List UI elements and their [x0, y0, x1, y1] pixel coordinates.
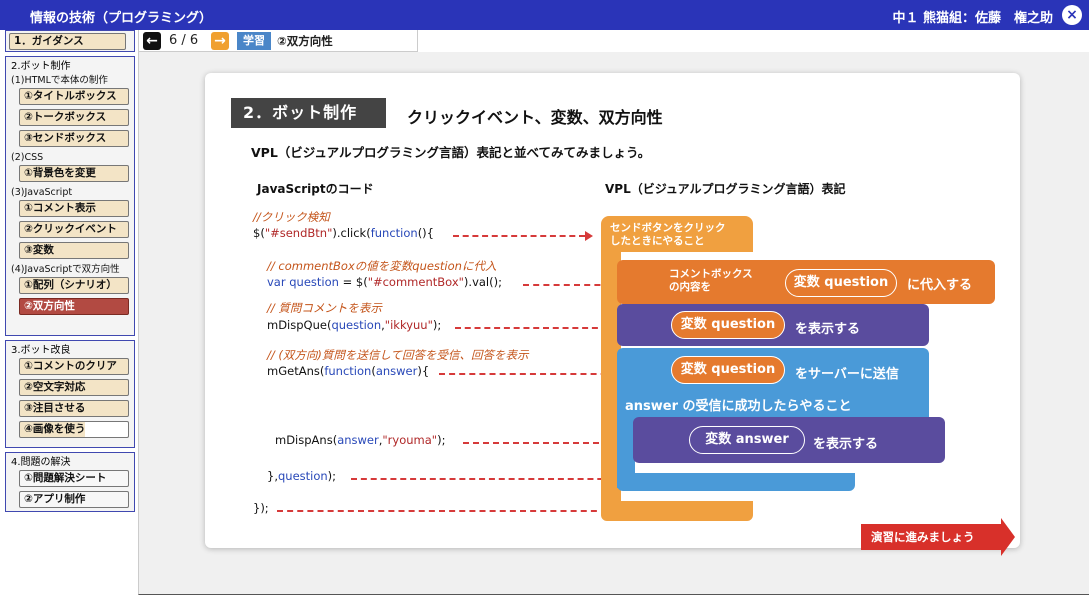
title-bar: 情報の技術（プログラミング） 中１ 熊猫組：佐藤 権之助 × — [0, 0, 1089, 30]
variable-pill: 変数 question — [671, 311, 785, 339]
sidebar-item-app[interactable]: ②アプリ制作 — [19, 491, 129, 508]
mapping-arrow — [277, 506, 615, 516]
page-indicator: 6 / 6 — [169, 33, 199, 48]
js-column-heading: JavaScriptのコード — [257, 182, 374, 196]
learning-tag: 学習 — [237, 32, 271, 50]
app-title: 情報の技術（プログラミング） — [30, 11, 213, 26]
code-line: var question = $("#commentBox").val(); — [267, 275, 502, 289]
event-block-label: センドボタンをクリック したときにやること — [610, 222, 726, 247]
subsection-heading: (2)CSS — [11, 152, 44, 163]
event-block-foot — [601, 501, 753, 521]
sidebar-item-variable[interactable]: ③変数 — [19, 242, 129, 259]
close-icon[interactable]: × — [1062, 5, 1082, 25]
sidebar-item-bg-color[interactable]: ①背景色を変更 — [19, 165, 129, 182]
lead-text: VPL（ビジュアルプログラミング言語）表記と並べてみてみましょう。 — [251, 145, 651, 160]
page-nav: ← 6 / 6 → 学習 ②双方向性 — [138, 30, 418, 52]
sidebar-item-guidance[interactable]: 1．ガイダンス — [9, 33, 126, 50]
sidebar-item-click[interactable]: ②クリックイベント — [19, 221, 129, 238]
assign-block-tail: に代入する — [907, 278, 973, 293]
variable-pill: 変数 question — [671, 356, 785, 384]
sidebar-item-empty[interactable]: ②空文字対応 — [19, 379, 129, 396]
sidebar-item-image[interactable]: ④画像を使う — [19, 421, 129, 438]
code-line: mGetAns(function(answer){ — [267, 364, 430, 378]
next-arrow-icon[interactable]: → — [211, 32, 229, 50]
sidebar-item-attention[interactable]: ③注目させる — [19, 400, 129, 417]
vpl-column-heading: VPL（ビジュアルプログラミング言語）表記 — [605, 182, 846, 196]
section-heading: 4.問題の解決 — [11, 457, 71, 468]
prev-arrow-icon[interactable]: ← — [143, 32, 161, 50]
mapping-arrow — [351, 474, 631, 484]
mapping-arrow — [453, 231, 593, 241]
sidebar-item-title-box[interactable]: ①タイトルボックス — [19, 88, 129, 105]
code-line: mDispAns(answer,"ryouma"); — [275, 433, 446, 447]
sidebar-item-array[interactable]: ①配列（シナリオ） — [19, 277, 129, 294]
subsection-heading: (4)JavaScriptで双方向性 — [11, 264, 120, 275]
page-title: ②双方向性 — [277, 34, 333, 48]
variable-pill: 変数 question — [785, 269, 897, 297]
receive-label: answer の受信に成功したらやること — [625, 399, 852, 414]
sidebar-item-bidirectional[interactable]: ②双方向性 — [19, 298, 129, 315]
send-block-foot — [617, 473, 855, 491]
subsection-heading: (3)JavaScript — [11, 187, 73, 198]
sidebar-box-guidance: 1．ガイダンス — [5, 30, 135, 52]
sidebar-item-clear[interactable]: ①コメントのクリア — [19, 358, 129, 375]
sidebar-box-section2: 2.ボット制作 (1)HTMLで本体の制作 ①タイトルボックス ②トークボックス… — [5, 56, 135, 336]
sidebar: 1．ガイダンス 2.ボット制作 (1)HTMLで本体の制作 ①タイトルボックス … — [5, 30, 135, 595]
sidebar-item-send-box[interactable]: ③センドボックス — [19, 130, 129, 147]
section-heading: 2.ボット制作 — [11, 61, 71, 72]
section-heading: 3.ボット改良 — [11, 345, 71, 356]
code-comment: // 質問コメントを表示 — [267, 301, 382, 315]
code-comment: //クリック検知 — [253, 210, 330, 224]
code-line: $("#sendBtn").click(function(){ — [253, 226, 434, 240]
code-line: }); — [253, 501, 269, 515]
event-block-body — [601, 249, 621, 513]
user-info: 中１ 熊猫組：佐藤 権之助 — [892, 11, 1053, 26]
event-block — [601, 216, 753, 252]
sidebar-box-section4: 4.問題の解決 ①問題解決シート ②アプリ制作 — [5, 452, 135, 512]
sidebar-item-talk-box[interactable]: ②トークボックス — [19, 109, 129, 126]
send-block-tail: をサーバーに送信 — [795, 367, 899, 382]
send-block-body — [617, 418, 635, 488]
next-exercise-button[interactable]: 演習に進みましょう — [861, 518, 1015, 556]
code-comment: // (双方向)質問を送信して回答を受信、回答を表示 — [267, 348, 529, 362]
subsection-heading: (1)HTMLで本体の制作 — [11, 75, 108, 86]
sidebar-item-comment[interactable]: ①コメント表示 — [19, 200, 129, 217]
display-answer-tail: を表示する — [813, 437, 879, 452]
code-line: },question); — [267, 469, 337, 483]
code-line: mDispQue(question,"ikkyuu"); — [267, 318, 442, 332]
variable-pill: 変数 answer — [689, 426, 805, 454]
sidebar-box-section3: 3.ボット改良 ①コメントのクリア ②空文字対応 ③注目させる ④画像を使う — [5, 340, 135, 448]
slide-heading: クリックイベント、変数、双方向性 — [407, 108, 663, 127]
display-block-tail: を表示する — [795, 322, 861, 337]
chapter-badge: 2．ボット制作 — [231, 98, 386, 128]
assign-block-label: コメントボックス の内容を — [669, 268, 753, 293]
code-comment: // commentBoxの値を変数questionに代入 — [267, 259, 497, 273]
content-area: 2．ボット制作 クリックイベント、変数、双方向性 VPL（ビジュアルプログラミン… — [138, 52, 1089, 595]
sidebar-item-sheet[interactable]: ①問題解決シート — [19, 470, 129, 487]
slide: 2．ボット制作 クリックイベント、変数、双方向性 VPL（ビジュアルプログラミン… — [205, 73, 1020, 556]
